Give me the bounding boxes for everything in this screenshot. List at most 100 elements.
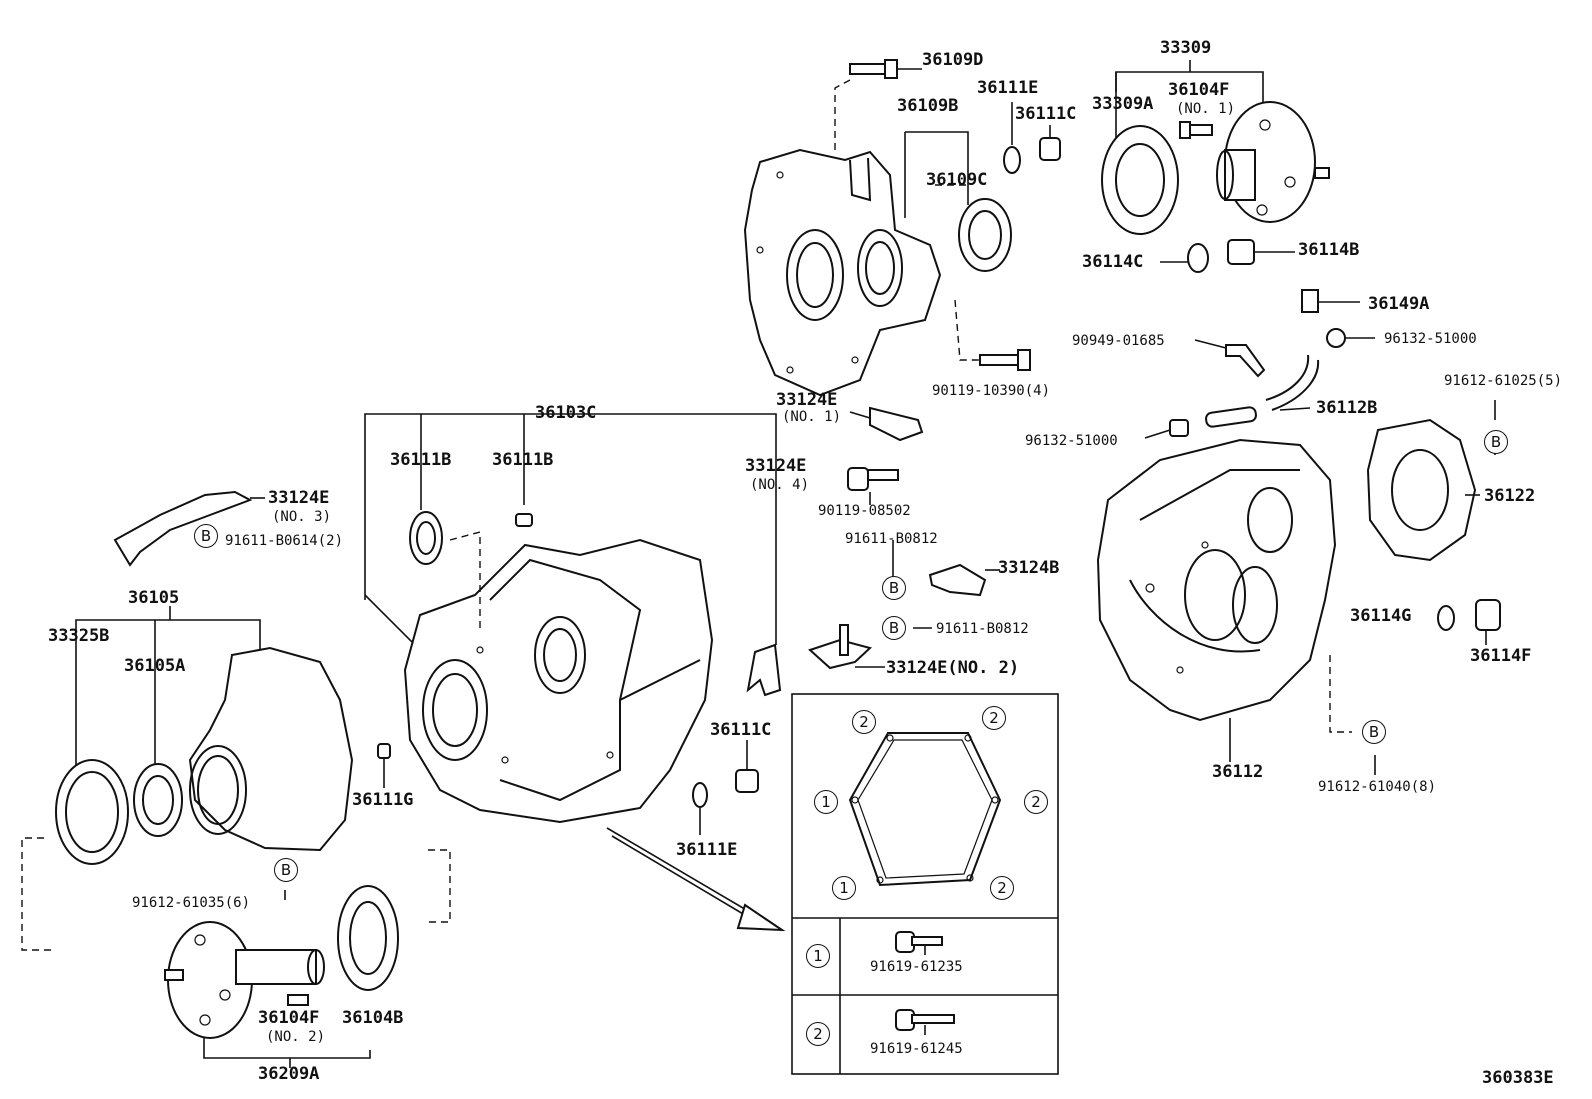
seal-33325B: [55, 759, 129, 865]
washer-36114C: [1187, 243, 1209, 273]
label-90949-01685: 90949-01685: [1072, 333, 1165, 349]
bolt-90119-10390: [954, 299, 1031, 371]
label-no4: (NO. 4): [750, 477, 810, 493]
label-36114G: 36114G: [1350, 606, 1412, 626]
marker-b-left-bottom: B: [274, 858, 298, 882]
marker-b-right-top: B: [1484, 430, 1508, 454]
bracket-33309: [1115, 60, 1264, 140]
marker-b-right-bottom: B: [1362, 720, 1386, 744]
bolt-36109D: [834, 59, 922, 155]
label-36105: 36105: [128, 588, 180, 608]
label-96132-51000-a: 96132-51000: [1384, 331, 1477, 347]
marker-b-center-a: B: [882, 576, 906, 600]
marker-2-gasket-br: 2: [990, 876, 1014, 900]
label-36111B-b: 36111B: [492, 450, 554, 470]
plug-36111C: [1039, 125, 1061, 161]
label-36105A: 36105A: [124, 656, 186, 676]
flange-33309: [1179, 101, 1330, 223]
nut-36114B: [1227, 239, 1295, 265]
label-91612-61035: 91612-61035(6): [132, 895, 251, 911]
label-no3: (NO. 3): [272, 509, 332, 525]
plug-36111C-mid: [735, 740, 759, 793]
clamp-33124E-no3: [113, 490, 265, 567]
label-91611-B0812-a: 91611-B0812: [845, 531, 938, 547]
seal-33309A: [1101, 125, 1179, 235]
gasket-detail-box: [791, 693, 1059, 1075]
transfer-case-36112: [1096, 438, 1337, 762]
bracket-36105: [75, 606, 261, 770]
clip-96132-top: [1326, 328, 1375, 348]
label-33325B: 33325B: [48, 626, 110, 646]
marker-b-center-b: B: [882, 616, 906, 640]
seal-36109C: [958, 198, 1012, 272]
label-33124B: 33124B: [998, 558, 1060, 578]
pin-36111B: [515, 513, 533, 527]
label-91619-61235: 91619-61235: [870, 959, 963, 975]
label-90119-10390: 90119-10390(4): [932, 383, 1051, 399]
breather-36149A: [1301, 289, 1360, 313]
rear-housing-36109: [743, 148, 942, 397]
label-no1-top: (NO. 1): [1176, 101, 1236, 117]
marker-2-legend: 2: [806, 1022, 830, 1046]
pin-36111G: [377, 743, 391, 759]
label-33309: 33309: [1160, 38, 1212, 58]
hose-36112B: [1205, 354, 1320, 428]
clip-96132-bottom: [1144, 419, 1189, 439]
label-36109C: 36109C: [926, 170, 988, 190]
label-33124E-no1: 33124E: [776, 390, 838, 410]
nut-36114F: [1475, 599, 1501, 645]
label-36114C: 36114C: [1082, 252, 1144, 272]
washer-36111E: [1003, 146, 1021, 174]
bracket-36209A: [203, 1038, 371, 1068]
label-36111C-top: 36111C: [1015, 104, 1077, 124]
marker-1-legend: 1: [806, 944, 830, 968]
seal-36111B: [409, 511, 443, 565]
washer-36114G: [1437, 605, 1455, 631]
label-33124E-no2: 33124E(NO. 2): [886, 658, 1020, 678]
flange-36209A: [164, 921, 325, 1039]
label-36103C: 36103C: [535, 403, 597, 423]
label-36149A: 36149A: [1368, 294, 1430, 314]
bolt-91619-61235: [895, 931, 943, 955]
label-91611-B0812-b: 91611-B0812: [936, 621, 1029, 637]
label-36209A: 36209A: [258, 1064, 320, 1084]
label-91611-B0614: 91611-B0614(2): [225, 533, 344, 549]
label-33124E-no4: 33124E: [745, 456, 807, 476]
label-96132-51000-b: 96132-51000: [1025, 433, 1118, 449]
clamp-33124E-no4: [746, 643, 782, 697]
label-36109B: 36109B: [897, 96, 959, 116]
clamp-33124B: [928, 563, 1000, 597]
extension-housing-36105: [188, 646, 354, 852]
label-36109D: 36109D: [922, 50, 984, 70]
bolt-91619-61245: [895, 1009, 955, 1035]
bracket-90949: [1194, 339, 1266, 378]
label-36104F-bottom: 36104F: [258, 1008, 320, 1028]
label-36111E-top: 36111E: [977, 78, 1039, 98]
label-36114F: 36114F: [1470, 646, 1532, 666]
marker-1-gasket-l: 1: [814, 790, 838, 814]
label-90119-08502: 90119-08502: [818, 503, 911, 519]
detail-arrow: [606, 827, 786, 932]
bolt-90119-08502: [847, 467, 899, 505]
label-36112: 36112: [1212, 762, 1264, 782]
label-33124E-no3: 33124E: [268, 488, 330, 508]
clamp-33124E-no2: [808, 624, 932, 670]
seal-36105A: [133, 763, 183, 837]
label-36111C-mid: 36111C: [710, 720, 772, 740]
washer-36111E-mid: [692, 782, 708, 808]
transmission-case-36103C: [403, 538, 714, 824]
diagram-code: 360383E: [1482, 1068, 1554, 1088]
label-91619-61245: 91619-61245: [870, 1041, 963, 1057]
label-91612-61025: 91612-61025(5): [1444, 373, 1563, 389]
label-36114B: 36114B: [1298, 240, 1360, 260]
label-36104B: 36104B: [342, 1008, 404, 1028]
cover-36122: [1366, 400, 1496, 562]
label-33309A: 33309A: [1092, 94, 1154, 114]
label-36112B: 36112B: [1316, 398, 1378, 418]
label-36111G: 36111G: [352, 790, 414, 810]
label-no2-bottom: (NO. 2): [266, 1029, 326, 1045]
marker-2-gasket-tr: 2: [982, 706, 1006, 730]
label-91612-61040: 91612-61040(8): [1318, 779, 1437, 795]
clamp-33124E-no1: [849, 406, 924, 442]
